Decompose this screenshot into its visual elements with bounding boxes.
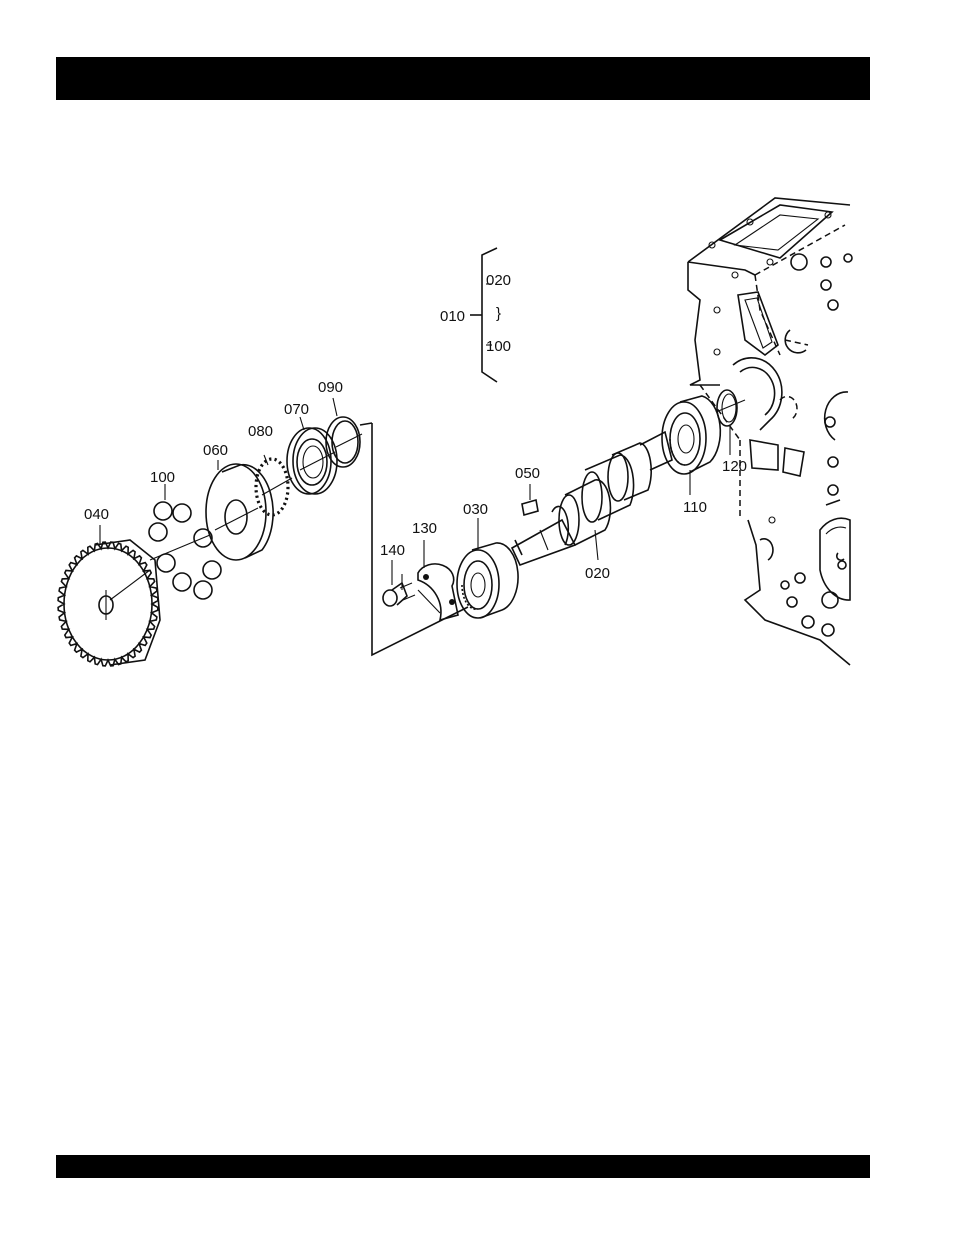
label-140: 140 bbox=[380, 542, 405, 559]
label-range-symbol: } bbox=[496, 305, 501, 322]
label-040: 040 bbox=[84, 506, 109, 523]
label-070: 070 bbox=[284, 401, 309, 418]
label-130: 130 bbox=[412, 520, 437, 537]
label-050: 050 bbox=[515, 465, 540, 482]
bearing-070 bbox=[287, 428, 337, 494]
label-100: 100 bbox=[150, 469, 175, 486]
label-030: 030 bbox=[463, 501, 488, 518]
assembly-bracket bbox=[470, 248, 497, 382]
balls-100 bbox=[149, 502, 221, 599]
snap-ring-090 bbox=[326, 417, 362, 467]
bolt-140 bbox=[383, 574, 415, 606]
label-060: 060 bbox=[203, 442, 228, 459]
bracket-frame bbox=[360, 423, 468, 655]
label-range-start-020: 020 bbox=[486, 272, 511, 289]
bearing-110 bbox=[662, 396, 720, 495]
key-050 bbox=[522, 484, 538, 515]
camshaft-020 bbox=[512, 432, 672, 565]
plate-130 bbox=[418, 564, 458, 620]
label-assembly-010: 010 bbox=[440, 308, 465, 325]
engine-block bbox=[688, 198, 852, 665]
bearing-030 bbox=[457, 543, 518, 618]
label-110: 110 bbox=[683, 499, 707, 516]
label-020: 020 bbox=[585, 565, 610, 582]
label-range-end-100: 100 bbox=[486, 338, 511, 355]
gear-040 bbox=[58, 540, 160, 666]
label-120: 120 bbox=[722, 458, 747, 475]
labels: 010 020 } 100 040 100 060 080 070 090 14… bbox=[84, 272, 747, 582]
label-080: 080 bbox=[248, 423, 273, 440]
label-090: 090 bbox=[318, 379, 343, 396]
